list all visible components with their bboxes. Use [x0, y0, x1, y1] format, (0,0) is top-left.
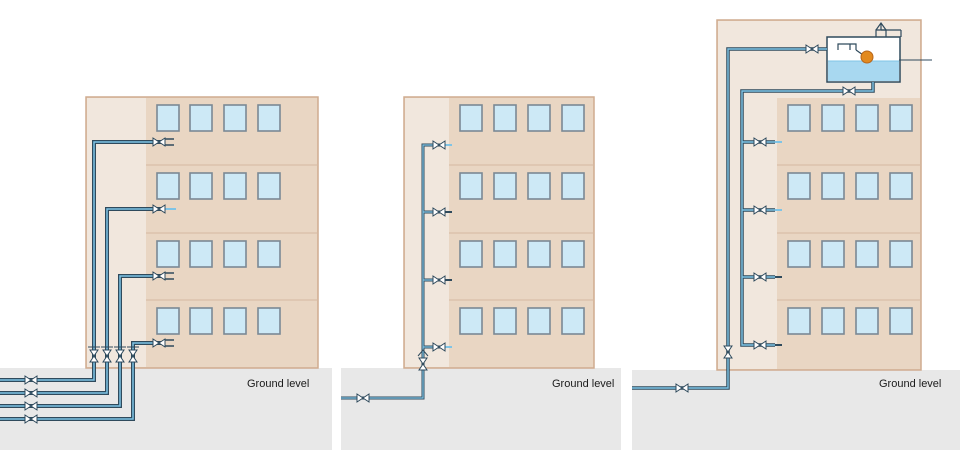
water-tank-icon: [826, 21, 902, 83]
supply-pipes: [0, 138, 176, 421]
ground-level-label: Ground level: [247, 378, 309, 390]
ground-level-label: Ground level: [552, 378, 614, 390]
float-ball-icon: [860, 50, 874, 64]
ground-level-label: Ground level: [879, 378, 941, 390]
panel-3: Ground level: [632, 19, 960, 450]
stairwell: [405, 98, 449, 367]
ground-area: [632, 370, 960, 450]
vent-cap-icon: [875, 21, 902, 37]
ground-area: [341, 368, 621, 450]
check-valve-icon: [417, 349, 429, 357]
panel-1: Ground level: [0, 96, 332, 450]
building: [403, 96, 595, 369]
panel-2: Ground level: [341, 96, 621, 450]
